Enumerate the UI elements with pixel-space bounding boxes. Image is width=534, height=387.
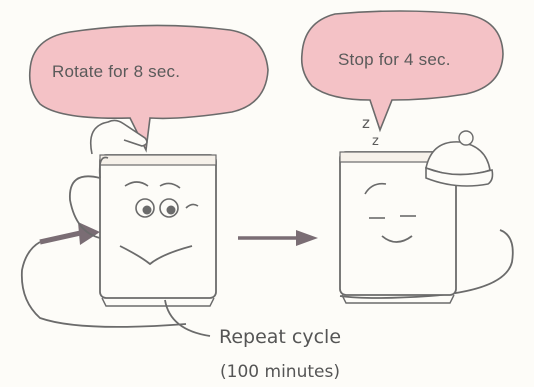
washer-awake <box>70 120 216 306</box>
repeat-cycle-label: Repeat cycle <box>190 326 370 348</box>
speech-bubble-left <box>30 25 268 150</box>
forward-arrow <box>238 230 318 246</box>
svg-text:z: z <box>362 114 370 132</box>
svg-text:z: z <box>372 134 379 149</box>
speech-bubble-right <box>302 11 503 130</box>
bubble-left-text: Rotate for 8 sec. <box>52 62 180 82</box>
cycle-duration-label: (100 minutes) <box>190 362 370 382</box>
washer-sleeping <box>340 131 493 303</box>
bubble-right-text: Stop for 4 sec. <box>338 50 451 70</box>
